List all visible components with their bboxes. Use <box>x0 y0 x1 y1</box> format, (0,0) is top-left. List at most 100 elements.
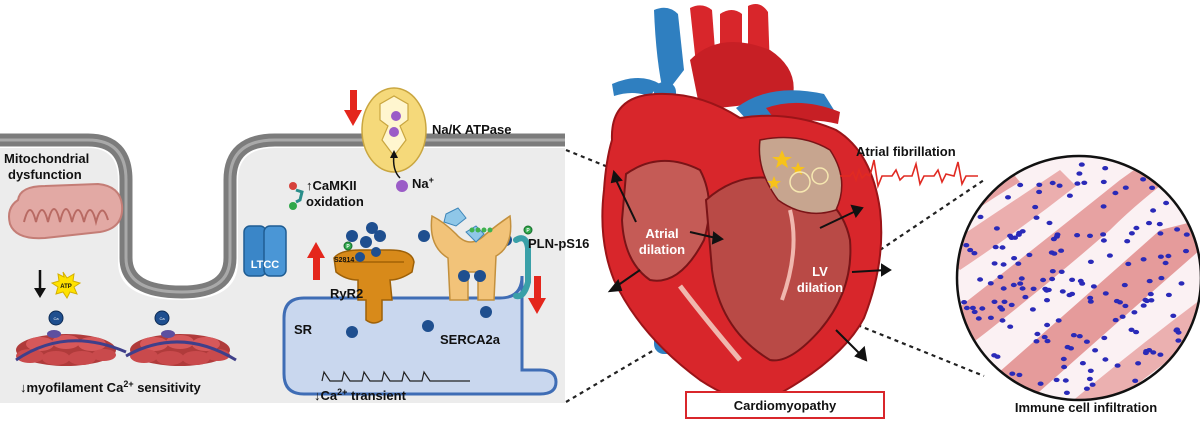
immune-cell <box>1165 292 1172 298</box>
histology-circle <box>955 154 1200 402</box>
heart-illustration <box>601 4 883 406</box>
immune-cell <box>999 245 1006 250</box>
immune-cell <box>1146 220 1152 226</box>
immune-cell <box>1069 277 1076 282</box>
immune-cell <box>1112 317 1119 323</box>
immune-cell <box>1044 338 1051 344</box>
immune-cell <box>1070 333 1077 338</box>
p-marker: P <box>526 228 530 234</box>
immune-cell <box>987 315 994 320</box>
immune-cell <box>1142 297 1149 303</box>
immune-cell <box>1030 286 1037 291</box>
immune-cell <box>1100 238 1107 243</box>
myofilament-bundle-1 <box>15 330 127 366</box>
immune-cell <box>1018 276 1025 281</box>
lv-dilation-label-line2: dilation <box>797 280 843 295</box>
atrial-dilation-label-line1: Atrial <box>645 226 678 241</box>
decrease-arrow-icon <box>528 276 546 314</box>
immune-infiltration-label: Immune cell infiltration <box>1015 400 1157 415</box>
immune-cell <box>1157 231 1164 236</box>
immune-cell <box>1100 232 1107 237</box>
immune-cell <box>1148 298 1155 303</box>
immune-cell <box>1066 193 1073 198</box>
immune-cell <box>1092 348 1099 353</box>
immune-cell <box>1157 254 1164 259</box>
immune-cell <box>1010 282 1017 288</box>
immune-cell <box>1049 180 1056 186</box>
ca-transient-trace <box>321 370 470 382</box>
immune-cell <box>992 244 999 250</box>
immune-cell <box>1112 190 1119 196</box>
immune-cell <box>991 261 998 266</box>
immune-cell <box>1132 378 1139 383</box>
s2814-label: S2814 <box>334 257 354 264</box>
immune-cell <box>1183 232 1190 237</box>
immune-cell <box>1044 298 1050 303</box>
fibrillation-stars-icon <box>767 150 829 193</box>
lv-dilation-label-line1: LV <box>812 264 828 279</box>
nak-decrease-arrow-icon <box>344 90 362 126</box>
atrial-fibrillation-label: Atrial fibrillation <box>856 144 956 159</box>
cardiomyopathy-box <box>685 391 885 419</box>
immune-cell <box>1033 215 1040 220</box>
immune-cell <box>1122 185 1129 190</box>
immune-cell <box>1100 179 1107 185</box>
immune-cell <box>1146 278 1153 284</box>
ca-ion-label: Ca <box>159 316 165 321</box>
immune-cell <box>1140 177 1147 182</box>
immune-cell <box>1131 310 1138 315</box>
cytosolic-ca-ions <box>346 222 512 338</box>
immune-cell <box>1076 334 1083 339</box>
immune-cell <box>1007 324 1014 329</box>
immune-cell <box>1074 233 1081 238</box>
immune-cell <box>1113 298 1120 304</box>
immune-cell <box>1059 289 1066 294</box>
immune-cell <box>1034 331 1041 337</box>
immune-cell <box>971 251 978 256</box>
immune-cell <box>961 300 968 305</box>
immune-cell <box>997 274 1004 280</box>
immune-cell <box>1133 329 1140 335</box>
na-ion-label: Na+ <box>412 175 434 191</box>
immune-cell <box>1000 286 1007 291</box>
immune-cell <box>987 281 994 286</box>
immune-cell <box>1122 303 1129 309</box>
immune-cell <box>1049 269 1056 274</box>
immune-cell <box>1019 286 1026 291</box>
immune-cell <box>1007 233 1014 238</box>
cardiomyopathy-label: Cardiomyopathy <box>734 398 837 413</box>
immune-cell <box>1165 253 1172 259</box>
immune-cell <box>1102 166 1109 171</box>
immune-cell <box>1060 356 1067 362</box>
mito-label-line2: dysfunction <box>8 167 82 182</box>
immune-cell <box>1062 378 1069 383</box>
immune-cell <box>971 309 978 315</box>
immune-cell <box>1183 248 1189 254</box>
immune-cell <box>1149 185 1156 190</box>
immune-cell <box>1125 261 1132 267</box>
immune-cell <box>1017 281 1024 286</box>
immune-cell <box>1083 386 1090 391</box>
immune-cell <box>1000 262 1007 267</box>
immune-cell <box>1040 277 1047 283</box>
immune-cell <box>1016 372 1023 378</box>
down-arrowhead-icon <box>34 288 46 298</box>
immune-cell <box>1037 381 1044 386</box>
atp-burst-icon: ATP <box>50 271 82 299</box>
immune-cell <box>1150 350 1157 355</box>
cell-membrane-highlight <box>0 138 565 294</box>
immune-cell <box>1128 327 1135 332</box>
immune-cell <box>1048 250 1055 255</box>
dilation-arrows <box>607 169 892 362</box>
immune-cell <box>1032 204 1039 210</box>
ca-ion-myofilament-1: Ca <box>48 310 64 326</box>
immune-cell <box>1005 195 1011 200</box>
immune-cell <box>994 354 1001 359</box>
immune-cell <box>1175 338 1182 343</box>
immune-cell <box>975 316 982 321</box>
immune-cell <box>1140 257 1147 262</box>
immune-cell <box>1044 322 1051 328</box>
immune-cell <box>1036 182 1043 187</box>
atrial-dilation-label-line2: dilation <box>639 242 685 257</box>
immune-cell <box>1050 236 1057 242</box>
